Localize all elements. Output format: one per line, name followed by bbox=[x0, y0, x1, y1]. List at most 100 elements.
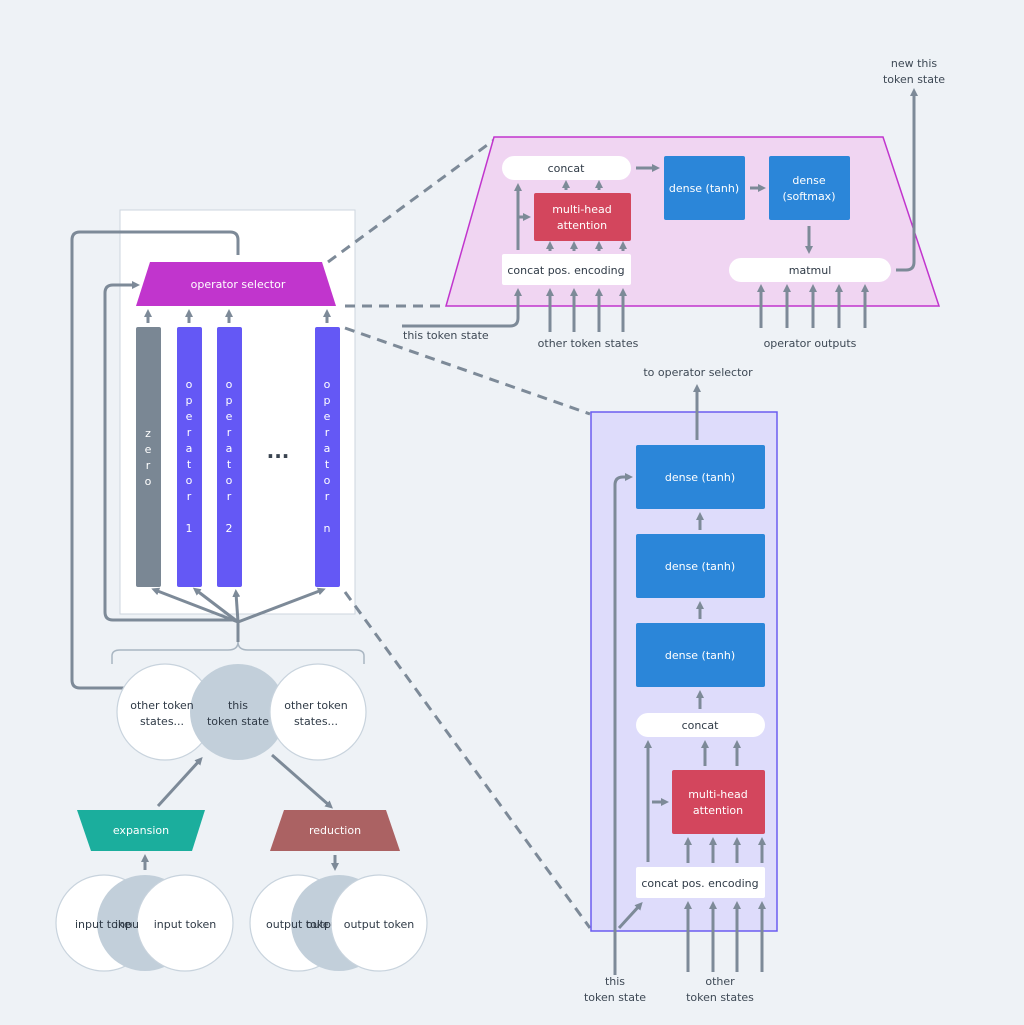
bus-to-column-arrows bbox=[151, 587, 326, 642]
column-label-char: r bbox=[227, 490, 232, 503]
operator-dense-label-1: dense (tanh) bbox=[665, 471, 735, 484]
expansion-block bbox=[77, 810, 205, 851]
selector-pos-encoding-label: concat pos. encoding bbox=[507, 264, 624, 277]
this-token-line2: token state bbox=[207, 715, 269, 728]
operator-dense-label-3: dense (tanh) bbox=[665, 649, 735, 662]
column-label-char: a bbox=[186, 442, 193, 455]
operator-input-others-line2: token states bbox=[686, 991, 754, 1004]
operator-input-this-line1: this bbox=[605, 975, 625, 988]
column-label-char: n bbox=[324, 522, 331, 535]
ellipsis: ... bbox=[267, 439, 290, 463]
expansion-to-token-arrow bbox=[156, 757, 203, 808]
selector-pos-encoding-block bbox=[502, 254, 631, 285]
operator-input-others-line1: other bbox=[705, 975, 735, 988]
operator-n-column bbox=[315, 327, 340, 587]
column-to-selector-arrows bbox=[144, 309, 331, 323]
operator-attention-block bbox=[672, 770, 765, 834]
column-label-char: r bbox=[325, 490, 330, 503]
column-label-char: e bbox=[186, 410, 193, 423]
selector-input-others-label: other token states bbox=[538, 337, 639, 350]
operator-attention-line1: multi-head bbox=[688, 788, 748, 801]
zoom-line-operator-top bbox=[344, 326, 591, 416]
column-label-char: o bbox=[324, 474, 331, 487]
selector-attention-line1: multi-head bbox=[552, 203, 612, 216]
output-token-label-1: output token bbox=[266, 918, 337, 931]
column-label-char: o bbox=[186, 378, 193, 391]
selector-concat-label: concat bbox=[548, 162, 586, 175]
column-label-char: t bbox=[187, 458, 192, 471]
selector-output-line1: new this bbox=[891, 57, 938, 70]
operator-1-column bbox=[177, 327, 202, 587]
selector-dense-tanh-block bbox=[664, 156, 745, 220]
other-tokens-left-line2: states... bbox=[140, 715, 184, 728]
expansion-label: expansion bbox=[113, 824, 169, 837]
column-label-char: o bbox=[226, 378, 233, 391]
operator-input-this-line2: token state bbox=[584, 991, 646, 1004]
selector-detail-arrows bbox=[402, 88, 918, 332]
zero-column bbox=[136, 327, 161, 587]
column-label-char: 2 bbox=[226, 522, 233, 535]
selector-matmul-block bbox=[729, 258, 891, 282]
other-tokens-left-line1: other token bbox=[130, 699, 194, 712]
zoom-line-selector-top bbox=[327, 138, 495, 264]
operator-dense-label-2: dense (tanh) bbox=[665, 560, 735, 573]
column-label-char: r bbox=[187, 426, 192, 439]
column-label-char: t bbox=[325, 458, 330, 471]
column-label-char: 1 bbox=[186, 522, 193, 535]
reduction-block bbox=[270, 810, 400, 851]
column-label-char: a bbox=[324, 442, 331, 455]
selector-input-this-label: this token state bbox=[403, 329, 489, 342]
column-label-char: o bbox=[145, 475, 152, 488]
operator-detail-arrows bbox=[613, 473, 766, 975]
input-token-label-3: input token bbox=[154, 918, 217, 931]
operator-concat-label: concat bbox=[682, 719, 720, 732]
selector-concat-block bbox=[502, 156, 631, 180]
operator-pos-encoding-block bbox=[636, 867, 765, 898]
zoom-line-operator-bottom bbox=[343, 591, 592, 929]
column-label-char: t bbox=[227, 458, 232, 471]
operator-selector-label: operator selector bbox=[191, 278, 286, 291]
column-label-char: p bbox=[226, 394, 233, 407]
column-label-char: e bbox=[226, 410, 233, 423]
selector-dense-softmax-line2: (softmax) bbox=[782, 190, 835, 203]
column-label-char: p bbox=[186, 394, 193, 407]
selector-dense-softmax-line1: dense bbox=[792, 174, 825, 187]
output-token-label-2: output token bbox=[306, 918, 377, 931]
this-token-circle bbox=[190, 664, 286, 760]
token-to-reduction-arrow bbox=[271, 753, 334, 809]
selector-attention-block bbox=[534, 193, 631, 241]
operator-dense-block-2 bbox=[636, 534, 765, 598]
other-tokens-right-line1: other token bbox=[284, 699, 348, 712]
output-token-label-3: output token bbox=[344, 918, 415, 931]
selector-input-wire bbox=[103, 281, 238, 622]
column-label-char: o bbox=[186, 474, 193, 487]
input-token-label-2: input token bbox=[115, 918, 178, 931]
selector-matmul-label: matmul bbox=[789, 264, 832, 277]
column-label-char: o bbox=[324, 378, 331, 391]
operator-dense-block-1 bbox=[636, 445, 765, 509]
operator-concat-block bbox=[636, 713, 765, 737]
column-label-char: e bbox=[145, 443, 152, 456]
operator-pos-encoding-label: concat pos. encoding bbox=[641, 877, 758, 890]
this-token-line1: this bbox=[228, 699, 248, 712]
column-label-char: r bbox=[187, 490, 192, 503]
token-brace bbox=[111, 641, 365, 664]
other-tokens-right-line2: states... bbox=[294, 715, 338, 728]
other-tokens-right-circle bbox=[269, 663, 367, 761]
column-label-char: r bbox=[146, 459, 151, 472]
column-label-char: z bbox=[145, 427, 151, 440]
selector-input-operators-label: operator outputs bbox=[764, 337, 857, 350]
operator-2-column bbox=[217, 327, 242, 587]
operator-dense-block-3 bbox=[636, 623, 765, 687]
column-label-char: e bbox=[324, 410, 331, 423]
selector-dense-softmax-block bbox=[769, 156, 850, 220]
selector-dense-tanh-label: dense (tanh) bbox=[669, 182, 739, 195]
column-label-char: r bbox=[227, 426, 232, 439]
column-label-char: p bbox=[324, 394, 331, 407]
operator-selector bbox=[136, 262, 336, 306]
operator-attention-line2: attention bbox=[693, 804, 743, 817]
reduction-label: reduction bbox=[309, 824, 361, 837]
output-token-circle-3 bbox=[330, 874, 428, 972]
input-token-label-1: input token bbox=[75, 918, 138, 931]
